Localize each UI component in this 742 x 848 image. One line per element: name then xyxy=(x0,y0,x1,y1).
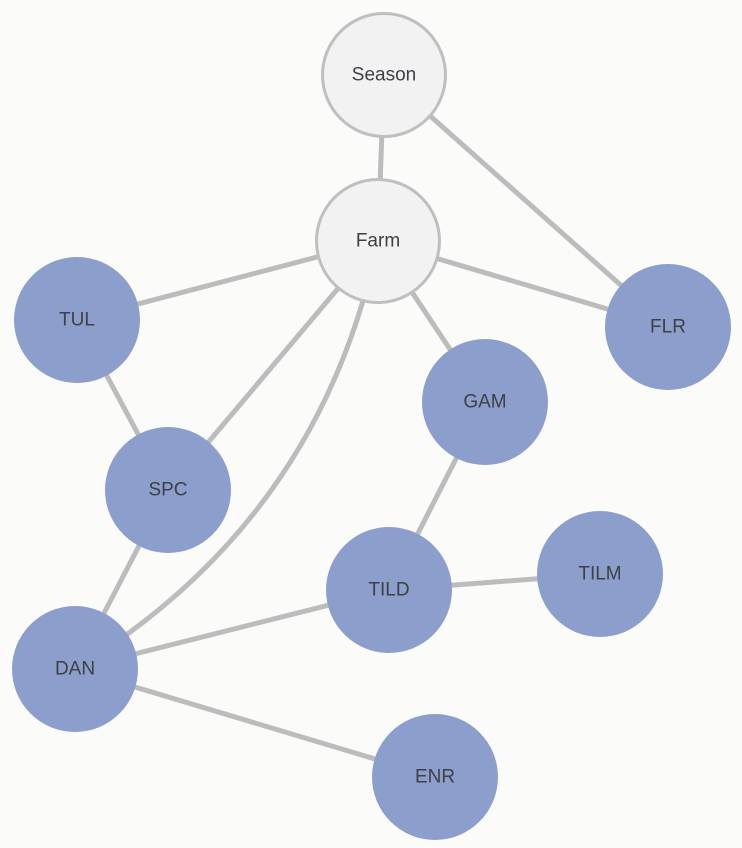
edge-farm-dan xyxy=(73,240,381,672)
node-label-spc: SPC xyxy=(148,480,187,501)
node-circle-enr xyxy=(372,714,498,840)
node-circle-season xyxy=(321,12,447,138)
node-label-tild: TILD xyxy=(368,580,409,601)
node-circle-farm xyxy=(315,178,441,304)
node-farm: Farm xyxy=(315,178,441,304)
node-circle-flr xyxy=(605,264,731,390)
node-label-gam: GAM xyxy=(463,392,506,413)
node-tild: TILD xyxy=(326,527,452,653)
node-label-dan: DAN xyxy=(55,659,95,680)
node-spc: SPC xyxy=(105,427,231,553)
node-enr: ENR xyxy=(372,714,498,840)
node-tul: TUL xyxy=(14,257,140,383)
node-season: Season xyxy=(321,12,447,138)
node-label-farm: Farm xyxy=(356,231,400,252)
node-label-tul: TUL xyxy=(59,310,95,331)
node-circle-gam xyxy=(422,339,548,465)
node-dan: DAN xyxy=(12,606,138,732)
node-label-tilm: TILM xyxy=(578,564,621,585)
node-circle-tul xyxy=(14,257,140,383)
node-circle-spc xyxy=(105,427,231,553)
node-label-enr: ENR xyxy=(415,767,455,788)
node-flr: FLR xyxy=(605,264,731,390)
node-label-season: Season xyxy=(352,65,416,86)
node-circle-dan xyxy=(12,606,138,732)
edge-season-flr xyxy=(382,73,670,329)
node-tilm: TILM xyxy=(537,511,663,637)
node-label-flr: FLR xyxy=(650,317,686,338)
node-circle-tild xyxy=(326,527,452,653)
node-gam: GAM xyxy=(422,339,548,465)
node-circle-tilm xyxy=(537,511,663,637)
